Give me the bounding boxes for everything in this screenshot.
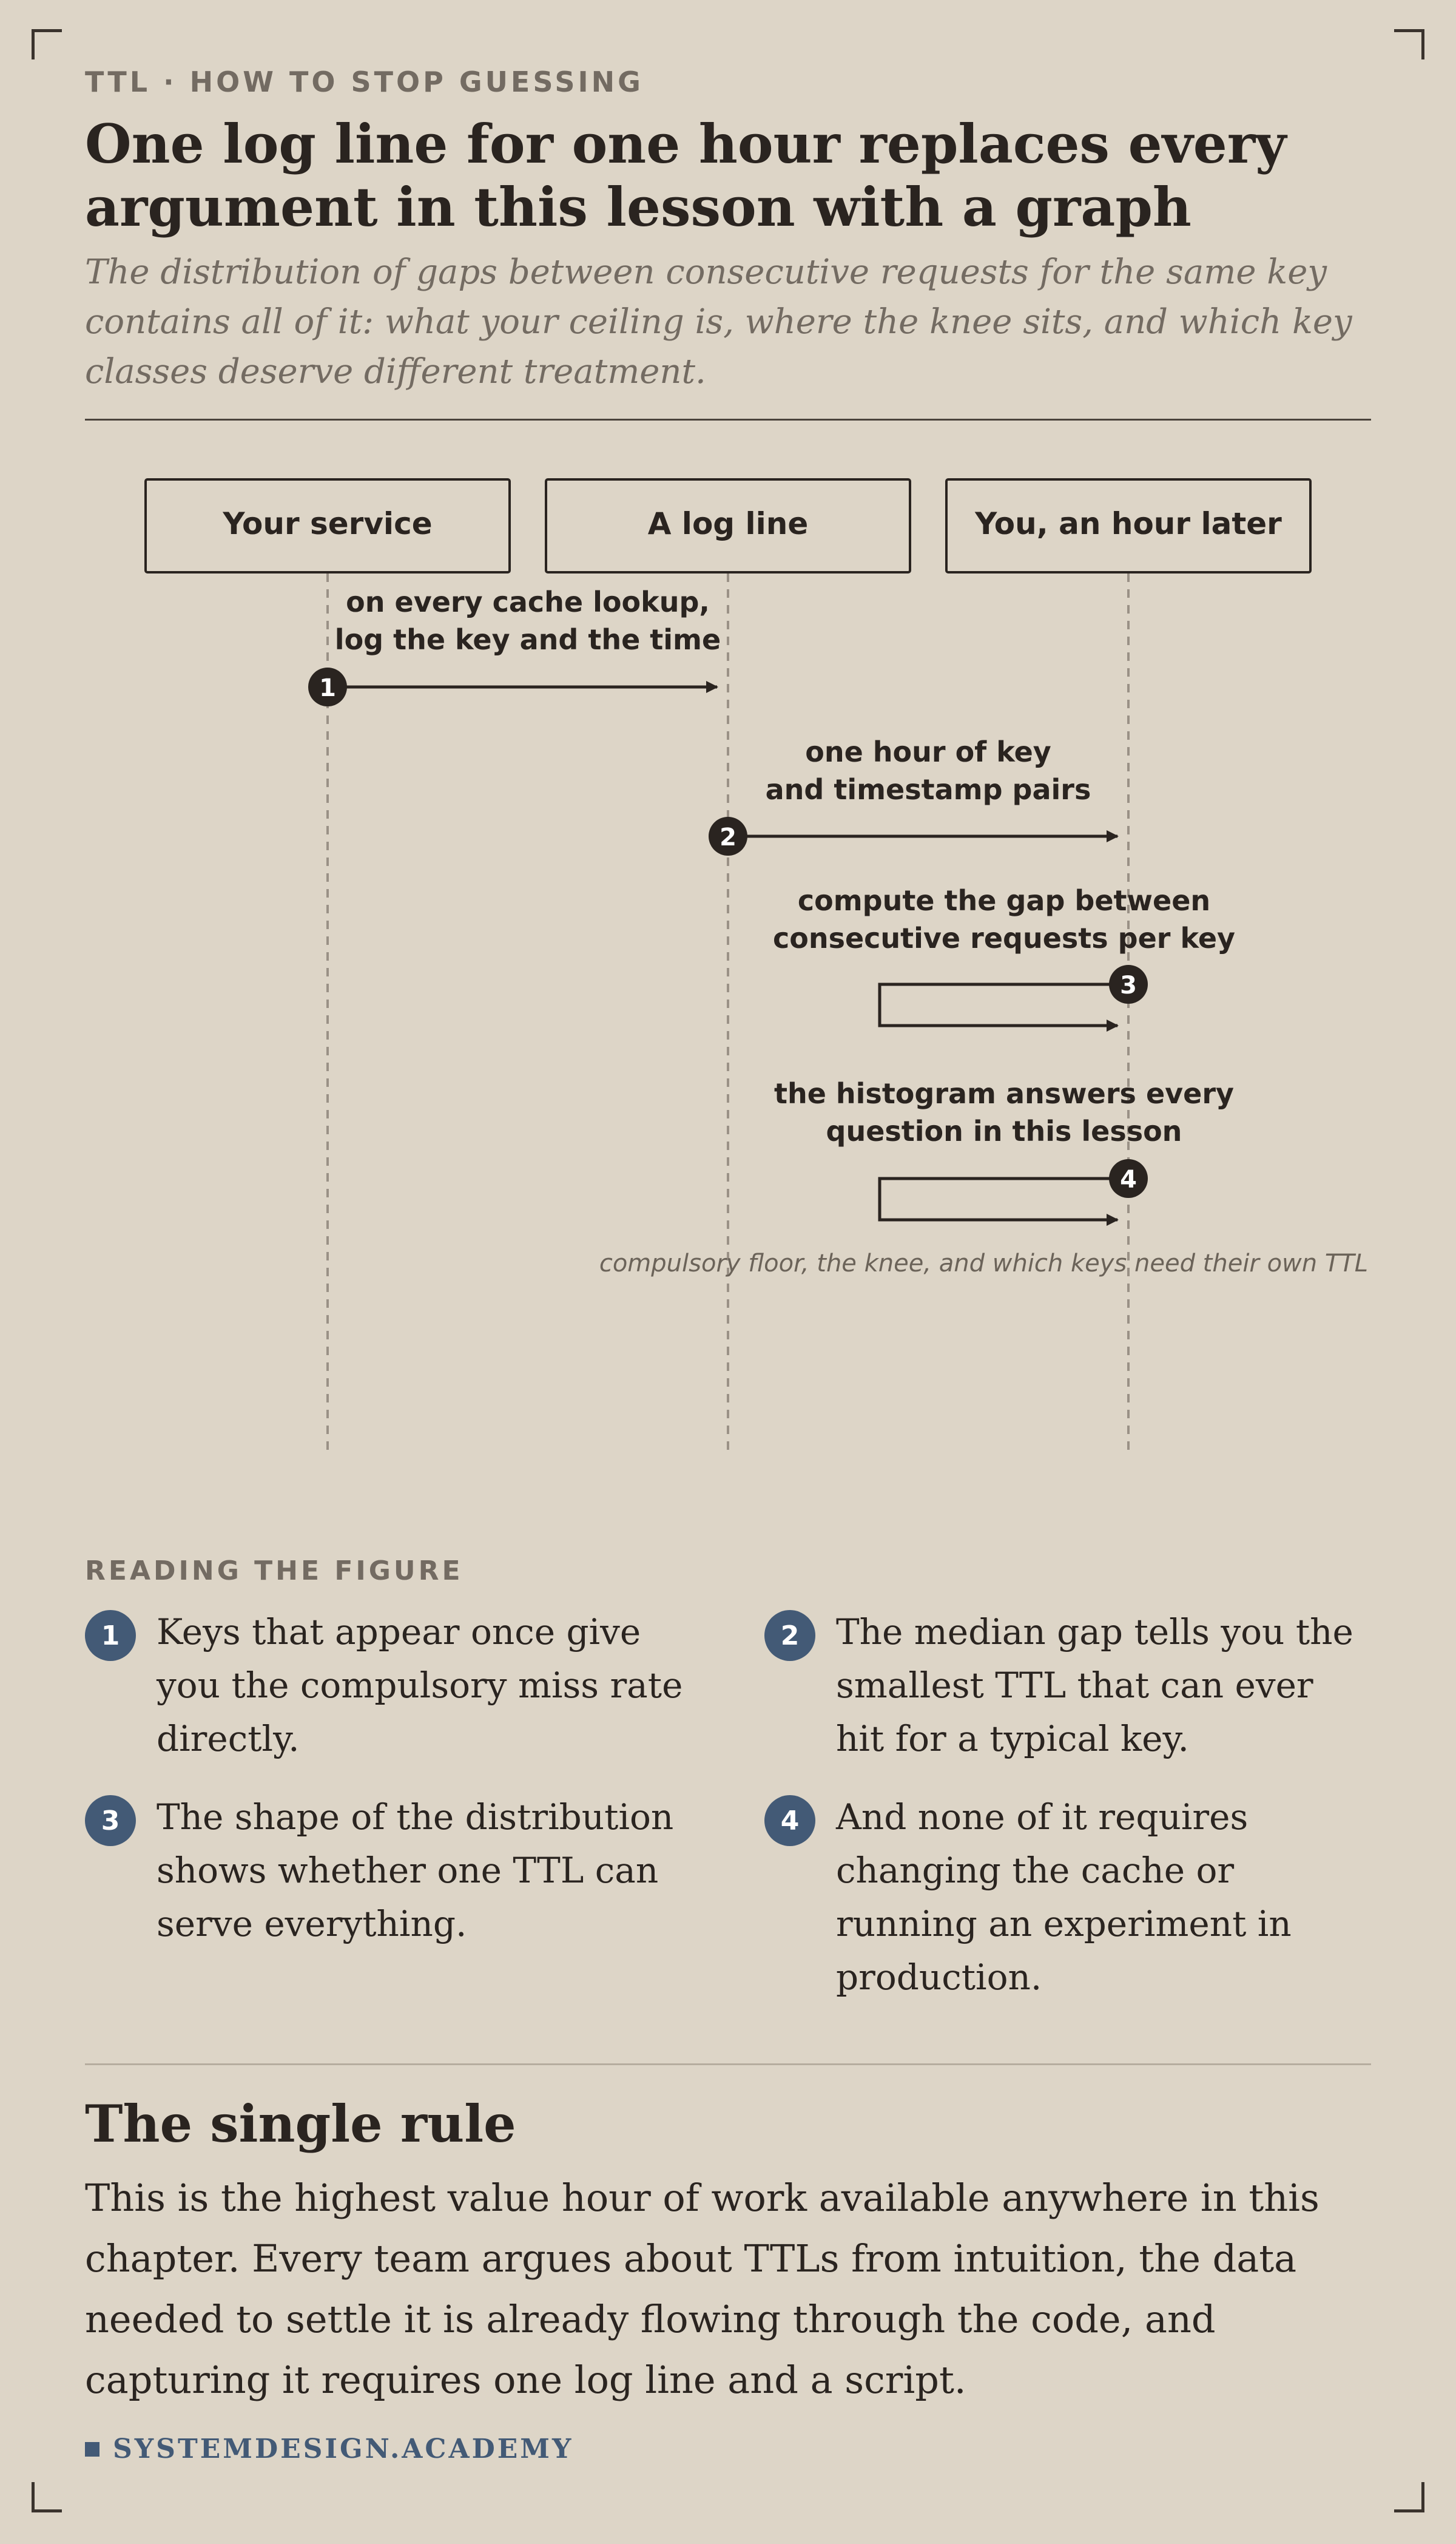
corner-mark-top-right [1394,29,1424,59]
step-4-self-arrow [878,1177,1128,1226]
corner-mark-bottom-left [32,2482,62,2512]
actor-you-later: You, an hour later [945,478,1312,573]
step-3-self-arrow [878,983,1128,1032]
reading-note-2: 2 The median gap tells you the smallest … [764,1605,1371,1765]
step-3-badge [1109,965,1148,1004]
reading-note-4: 4 And none of it requires changing the c… [764,1790,1371,2004]
actor-label-your-service: Your service [222,506,432,541]
actor-log-line: A log line [545,478,911,573]
step-2: one hour of key and timestamp pairs 2 [709,736,1119,856]
page-title: One log line for one hour replaces every… [85,112,1287,238]
step-2-badge-number: 2 [720,824,736,851]
step-1-label-line-2: log the key and the time [335,623,721,656]
brand-square-icon [85,2441,99,2457]
corner-mark-top-left [32,29,62,59]
step-2-badge [709,817,747,856]
page-subtitle: The distribution of gaps between consecu… [85,252,1352,391]
note-number-badge: 4 [764,1795,815,1846]
actor-your-service: Your service [144,478,511,573]
header-divider [85,419,1371,421]
reading-note-3: 3 The shape of the distribution shows wh… [85,1790,692,1950]
step-2-label-line-2: and timestamp pairs [766,773,1091,806]
corner-mark-bottom-right [1394,2482,1424,2512]
actor-label-log-line: A log line [648,506,809,541]
diagram-note: compulsory floor, the knee, and which ke… [599,1250,1368,1277]
step-4-badge-number: 4 [1120,1166,1137,1194]
step-1: on every cache lookup, log the key and t… [308,586,721,706]
note-text: Keys that appear once give you the compu… [157,1611,683,1759]
note-number-badge: 3 [85,1795,136,1846]
section-divider [85,2063,1371,2065]
kicker: TTL · HOW TO STOP GUESSING [85,66,644,98]
step-4-badge [1109,1159,1148,1198]
brand-name: SYSTEMDESIGN.ACADEMY [113,2434,574,2464]
step-1-label-line-1: on every cache lookup, [346,586,710,618]
step-4-label-line-2: question in this lesson [826,1115,1182,1148]
step-3-label-line-2: consecutive requests per key [773,922,1235,955]
step-2-label-line-1: one hour of key [805,736,1051,768]
note-number-badge: 2 [764,1610,815,1661]
note-text: And none of it requires changing the cac… [836,1796,1292,1998]
note-number-badge: 1 [85,1610,136,1661]
rule-body: This is the highest value hour of work a… [85,2176,1320,2402]
step-4: the histogram answers every question in … [774,1077,1234,1226]
step-4-label-line-1: the histogram answers every [774,1077,1234,1110]
step-3-badge-number: 3 [1120,972,1137,1000]
step-3: compute the gap between consecutive requ… [773,884,1235,1032]
actor-label-you-later: You, an hour later [974,506,1282,541]
step-3-label-line-1: compute the gap between [798,884,1210,917]
reading-note-1: 1 Keys that appear once give you the com… [85,1605,692,1765]
sequence-diagram: Your service A log line You, an hour lat… [144,478,1368,1450]
note-text: The median gap tells you the smallest TT… [836,1611,1353,1759]
rule-title: The single rule [85,2094,516,2154]
step-1-badge-number: 1 [319,674,336,702]
note-text: The shape of the distribution shows whet… [157,1796,674,1944]
step-1-badge [308,668,347,706]
reading-section-label: READING THE FIGURE [85,1555,463,1586]
brand-footer: SYSTEMDESIGN.ACADEMY [85,2434,573,2464]
